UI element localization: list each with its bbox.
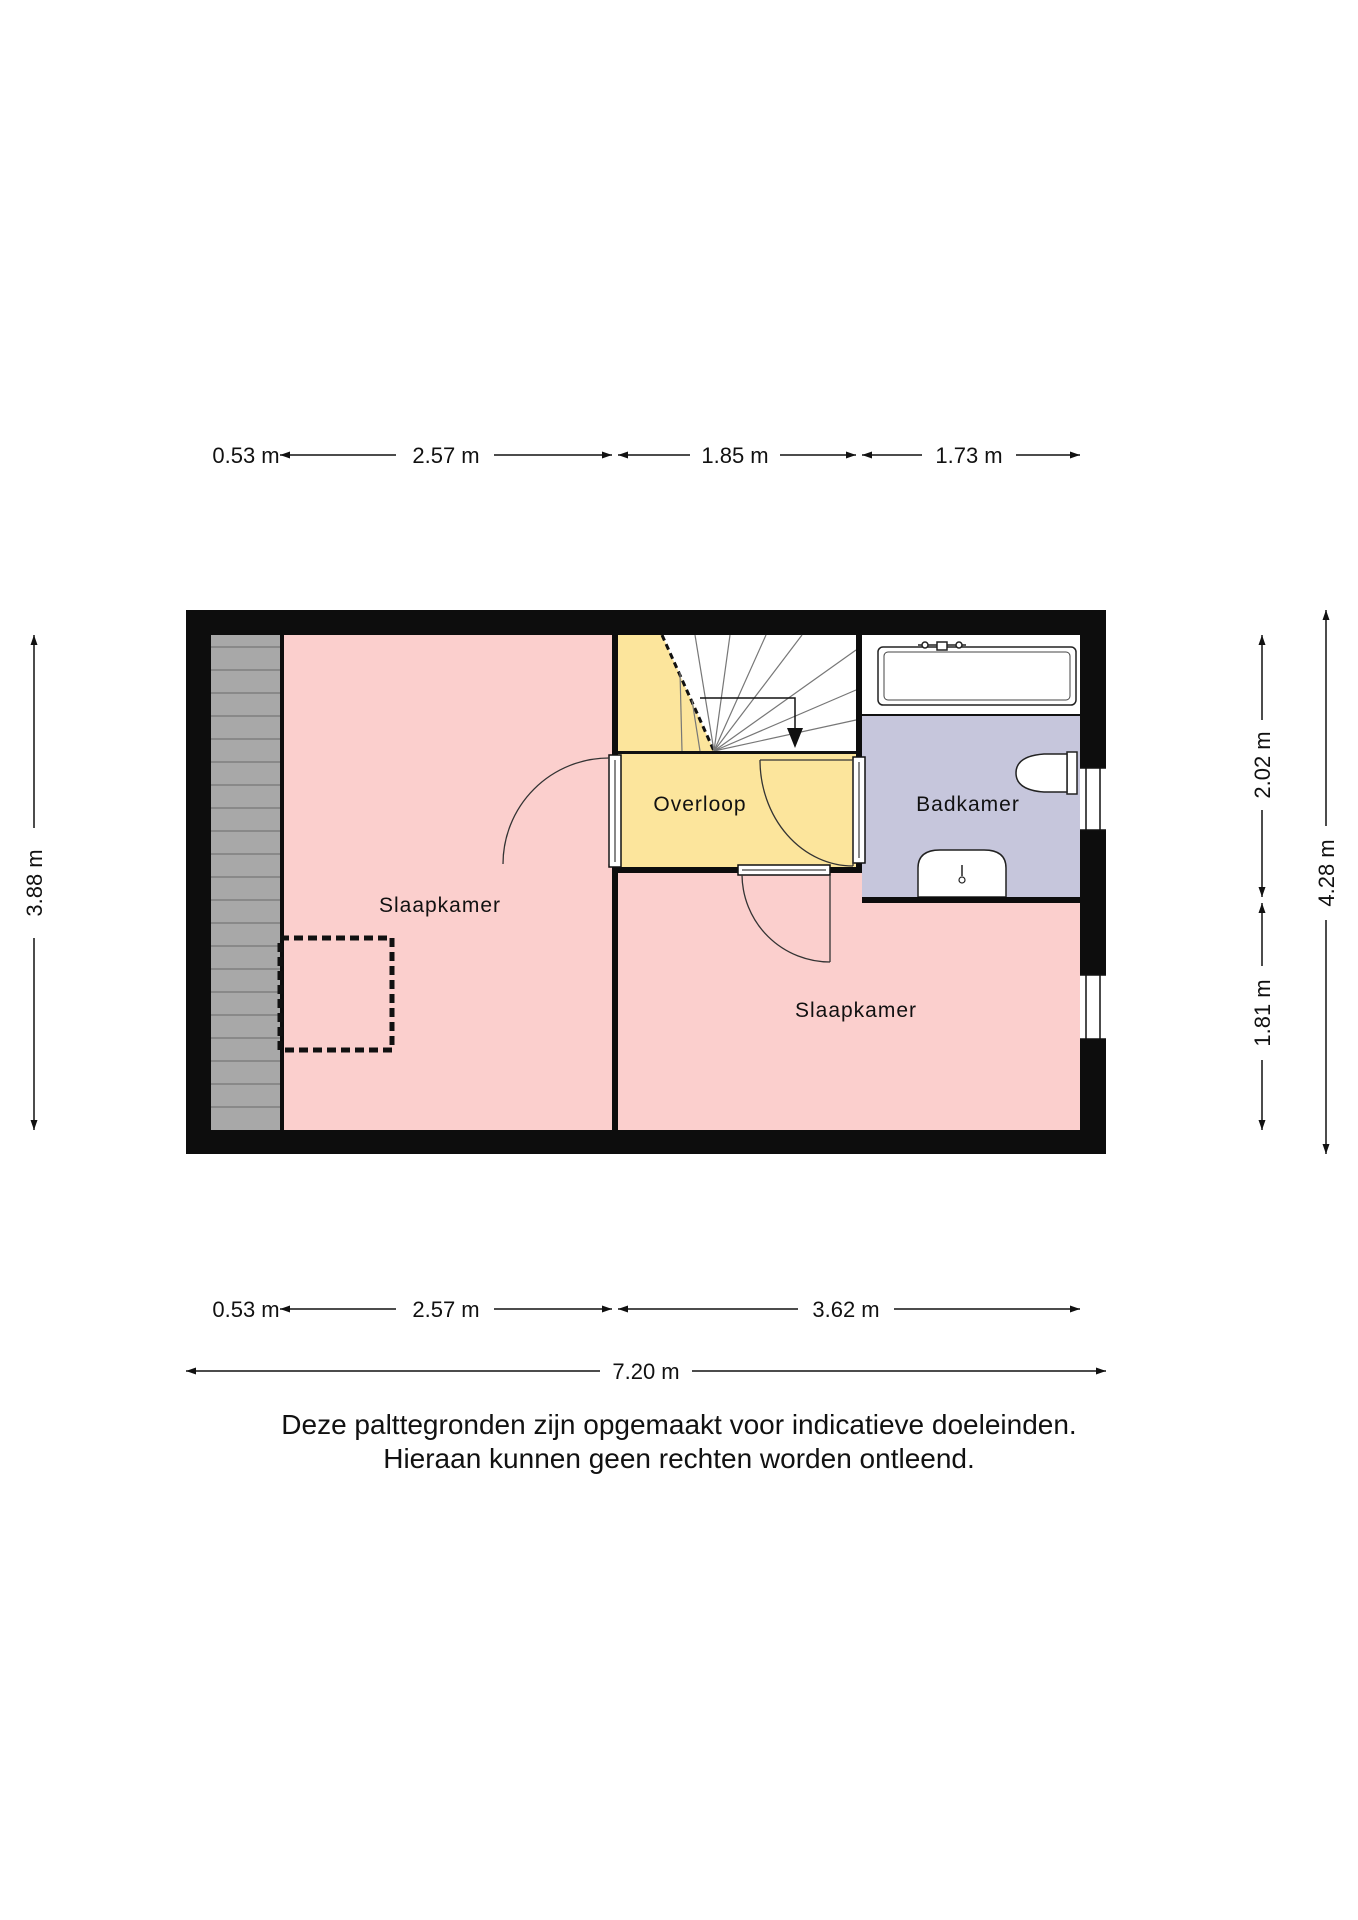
room-label-landing: Overloop [653, 793, 746, 816]
stair-treads [679, 634, 857, 752]
dim-right-upper: 2.02 m [1250, 731, 1275, 798]
dim-top-2: 1.85 m [701, 443, 768, 468]
dim-bottom-2: 3.62 m [812, 1297, 879, 1322]
toilet-icon [1015, 751, 1078, 795]
dim-bottom-0: 0.53 m [212, 1297, 279, 1322]
window-bathroom [1080, 767, 1106, 831]
bathtub-icon [877, 646, 1077, 706]
dim-total-width: 7.20 m [612, 1359, 679, 1384]
dim-top-0: 0.53 m [212, 443, 279, 468]
sink-icon [917, 849, 1007, 898]
disclaimer-line-1: Deze palttegronden zijn opgemaakt voor i… [281, 1409, 1077, 1440]
bedroom-left [284, 635, 612, 1130]
roof-slope-lines [211, 646, 280, 1108]
door-swing-bedroom-left [502, 757, 610, 865]
room-label-bathroom: Badkamer [916, 793, 1020, 816]
door-swing-bedroom-right [741, 874, 831, 963]
door-swing-bathroom [759, 759, 854, 867]
dim-right-lower: 1.81 m [1250, 979, 1275, 1046]
room-label-bedroom-left: Slaapkamer [379, 894, 501, 917]
room-label-bedroom-right: Slaapkamer [795, 999, 917, 1022]
window-bedroom-right [1080, 974, 1106, 1040]
dim-top-3: 1.73 m [935, 443, 1002, 468]
dim-right-total: 4.28 m [1314, 839, 1339, 906]
roof-slope-area [211, 635, 283, 1130]
interior-wall-vertical [612, 635, 618, 1130]
attic-hatch [277, 935, 395, 1053]
bedroom-right [618, 873, 862, 1130]
disclaimer-line-2: Hieraan kunnen geen rechten worden ontle… [383, 1443, 975, 1474]
faucet-icon [918, 641, 966, 651]
dim-bottom-1: 2.57 m [412, 1297, 479, 1322]
dim-left-height: 3.88 m [22, 849, 47, 916]
dim-top-1: 2.57 m [412, 443, 479, 468]
stair-direction-arrow-icon [700, 697, 803, 748]
disclaimer: Deze palttegronden zijn opgemaakt voor i… [0, 1408, 1358, 1476]
